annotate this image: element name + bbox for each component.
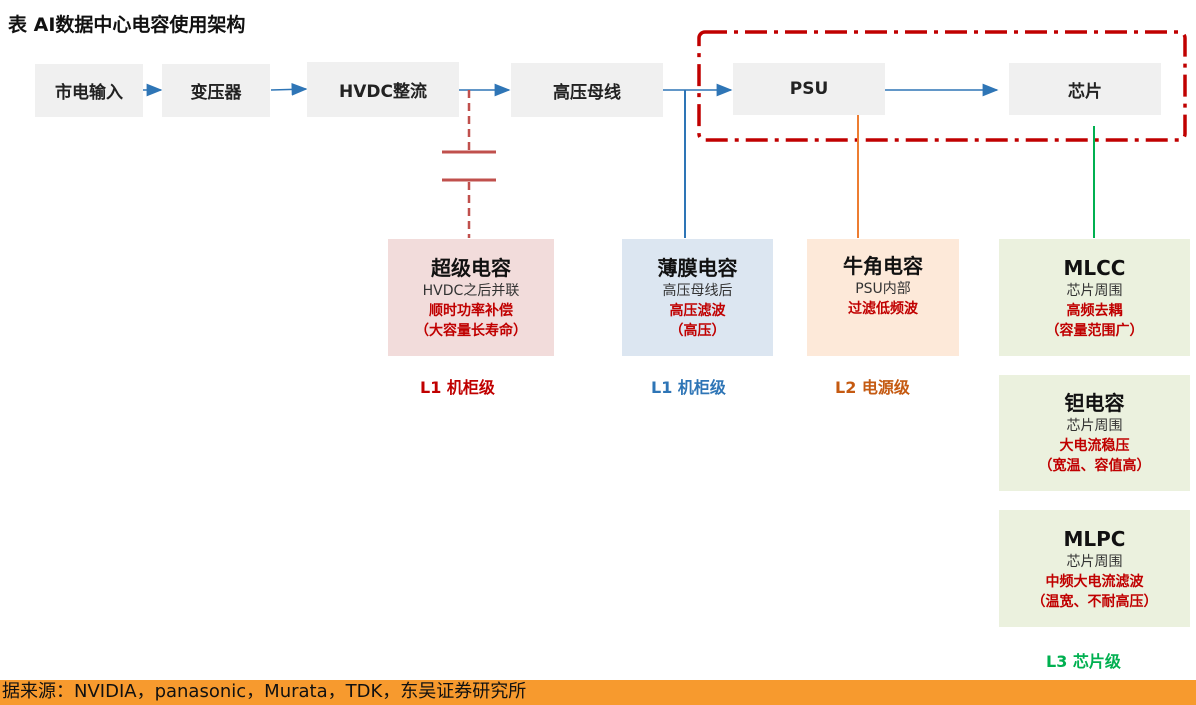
hvdc-box: HVDC整流 (307, 62, 459, 117)
film-cap-name: 薄膜电容 (657, 255, 738, 280)
electrolytic-cap-box: 牛角电容 PSU内部 过滤低频波 (807, 239, 959, 356)
film-cap-role: 高压滤波 (669, 302, 726, 319)
tantalum-name: 钽电容 (1064, 391, 1125, 415)
tantalum-box: 钽电容 芯片周围 大电流稳压 （宽温、容值高） (999, 375, 1190, 491)
electrolytic-cap-desc: PSU内部 (855, 281, 911, 297)
chip-box: 芯片 (1009, 63, 1161, 115)
electrolytic-cap-role: 过滤低频波 (848, 301, 918, 317)
mlcc-box: MLCC 芯片周围 高频去耦 （容量范围广） (999, 239, 1190, 356)
bus-label: 高压母线 (553, 82, 621, 103)
film-cap-box: 薄膜电容 高压母线后 高压滤波 （高压） (622, 239, 773, 356)
level-label-l3: L3 芯片级 (1046, 652, 1121, 671)
mlpc-note: （温宽、不耐高压） (1031, 593, 1158, 610)
level-label-l2: L2 电源级 (835, 378, 910, 397)
supercap-name: 超级电容 (431, 255, 511, 280)
mlpc-name: MLPC (1063, 526, 1126, 551)
transformer-label: 变压器 (190, 83, 242, 103)
level-label-l1-supercap: L1 机柜级 (420, 378, 495, 397)
psu-label: PSU (789, 79, 829, 99)
supercap-box: 超级电容 HVDC之后并联 顺时功率补偿 （大容量长寿命） (388, 239, 554, 356)
mlcc-desc: 芯片周围 (1066, 282, 1123, 299)
mlcc-note: （容量范围广） (1045, 322, 1144, 339)
psu-chip-boundary (697, 30, 1187, 142)
mlcc-role: 高频去耦 (1066, 302, 1123, 319)
supercap-role: 顺时功率补偿 (429, 302, 513, 319)
film-cap-note: （高压） (669, 322, 726, 339)
page-title: 表 AI数据中心电容使用架构 (8, 14, 246, 36)
bus-box: 高压母线 (511, 63, 663, 117)
supercap-desc: HVDC之后并联 (422, 282, 520, 299)
mlpc-desc: 芯片周围 (1066, 553, 1123, 570)
source-footer: 据来源：NVIDIA，panasonic，Murata，TDK，东吴证券研究所 (0, 680, 1196, 705)
transformer-box: 变压器 (162, 64, 270, 117)
hvdc-label: HVDC整流 (339, 82, 427, 102)
film-cap-desc: 高压母线后 (662, 282, 733, 299)
supercap-note: （大容量长寿命） (415, 322, 527, 339)
mlpc-role: 中频大电流滤波 (1045, 573, 1144, 590)
mlcc-name: MLCC (1063, 255, 1126, 280)
level-label-l1-film: L1 机柜级 (651, 378, 726, 397)
mlpc-box: MLPC 芯片周围 中频大电流滤波 （温宽、不耐高压） (999, 510, 1190, 627)
tantalum-role: 大电流稳压 (1059, 438, 1130, 454)
arrow-transformer-hvdc (270, 83, 308, 96)
psu-box: PSU (733, 63, 885, 115)
electrolytic-cap-name: 牛角电容 (843, 254, 923, 278)
tantalum-note: （宽温、容值高） (1038, 458, 1151, 474)
mains-input-label: 市电输入 (55, 83, 123, 103)
chip-label: 芯片 (1068, 81, 1102, 102)
source-text: 据来源：NVIDIA，panasonic，Murata，TDK，东吴证券研究所 (2, 681, 527, 702)
mains-input-box: 市电输入 (35, 64, 143, 117)
tantalum-desc: 芯片周围 (1066, 418, 1123, 434)
